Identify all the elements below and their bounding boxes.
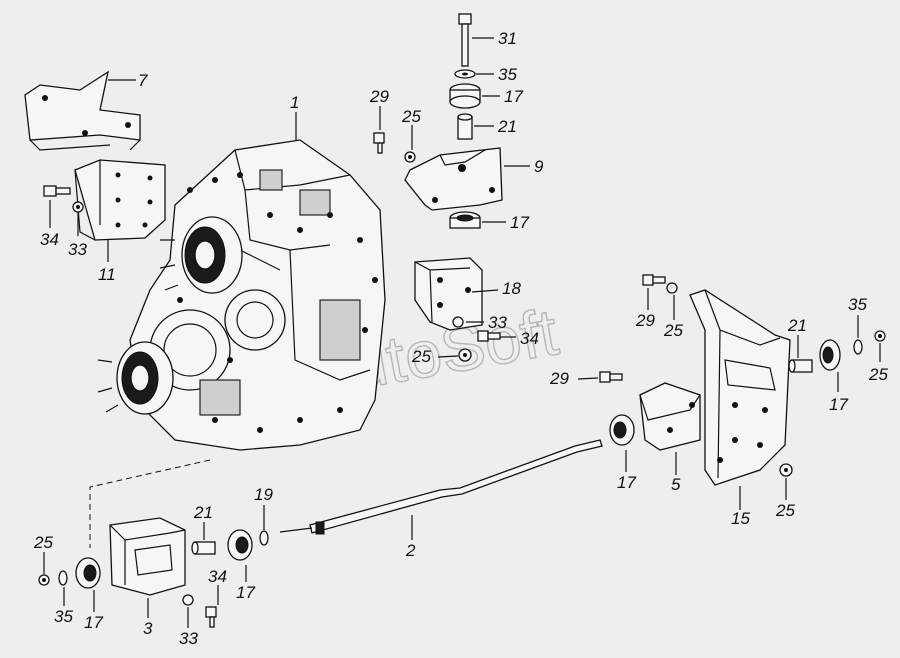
label-35-bottom: 35 bbox=[54, 607, 73, 626]
label-1: 1 bbox=[290, 93, 299, 112]
bracket-18 bbox=[414, 257, 483, 331]
label-35-right: 35 bbox=[848, 295, 867, 314]
label-21-top: 21 bbox=[497, 117, 517, 136]
bracket-7 bbox=[24, 70, 141, 151]
label-21-bottom: 21 bbox=[193, 503, 213, 522]
label-35-top: 35 bbox=[498, 65, 517, 84]
label-19: 19 bbox=[254, 485, 273, 504]
bracket-3 bbox=[109, 517, 186, 596]
label-25-top: 25 bbox=[401, 107, 421, 126]
label-33-left: 33 bbox=[68, 240, 87, 259]
rubber-cushion-17-right bbox=[819, 339, 841, 371]
label-25-right: 25 bbox=[663, 321, 683, 340]
rubber-cushion-17-bottom-left bbox=[75, 557, 101, 589]
callout-labels: 1 7 34 33 11 29 25 31 35 17 21 9 17 18 3… bbox=[33, 29, 888, 648]
bracket-9 bbox=[404, 147, 503, 211]
bracket-11 bbox=[74, 159, 166, 241]
label-5: 5 bbox=[671, 475, 681, 494]
washer-35-right bbox=[853, 339, 863, 355]
upper-output-flange bbox=[159, 216, 243, 294]
rubber-cushion-17-bracket5 bbox=[609, 414, 635, 446]
label-21-right: 21 bbox=[787, 316, 807, 335]
bolt-34-mid bbox=[477, 330, 501, 342]
label-11: 11 bbox=[98, 265, 116, 284]
label-17-bracket5: 17 bbox=[617, 473, 636, 492]
label-34-mid: 34 bbox=[520, 329, 539, 348]
label-17-bottom: 17 bbox=[236, 583, 255, 602]
rod-2 bbox=[279, 439, 603, 535]
nut-25-right bbox=[666, 282, 678, 294]
nut-25-bottom-right bbox=[779, 463, 793, 477]
label-34-left: 34 bbox=[40, 230, 59, 249]
label-29-top: 29 bbox=[369, 87, 389, 106]
label-25-bottom-right: 25 bbox=[775, 501, 795, 520]
spacer-21-bottom bbox=[191, 541, 216, 555]
bolt-29-center bbox=[599, 371, 623, 383]
rubber-cushion-17-mid bbox=[449, 211, 481, 229]
washer-35-bottom bbox=[58, 570, 68, 586]
nut-33-left bbox=[72, 201, 84, 213]
nut-25-top bbox=[404, 151, 416, 163]
spacer-21-top bbox=[457, 113, 473, 140]
bracket-15 bbox=[689, 289, 791, 486]
label-25-far-right: 25 bbox=[868, 365, 888, 384]
bracket-5 bbox=[639, 382, 701, 451]
bolt-31 bbox=[458, 13, 472, 67]
dashed-leader bbox=[89, 459, 211, 548]
label-2: 2 bbox=[405, 541, 416, 560]
leader-lines bbox=[43, 37, 881, 628]
label-17-top: 17 bbox=[504, 87, 523, 106]
label-7: 7 bbox=[138, 71, 148, 90]
nut-25-far-right bbox=[874, 330, 886, 342]
label-31: 31 bbox=[498, 29, 517, 48]
label-29-right: 29 bbox=[635, 311, 655, 330]
label-17-mid: 17 bbox=[510, 213, 529, 232]
bolt-34-left bbox=[43, 185, 71, 197]
label-33-mid: 33 bbox=[488, 313, 507, 332]
label-17-right: 17 bbox=[829, 395, 848, 414]
label-29-center: 29 bbox=[549, 369, 569, 388]
bolt-29-right bbox=[642, 274, 666, 286]
label-9: 9 bbox=[534, 157, 544, 176]
spacer-21-right bbox=[788, 359, 813, 373]
nut-25-mid bbox=[458, 348, 472, 362]
rubber-cushion-17-bottom bbox=[227, 529, 253, 561]
nut-33-mid bbox=[452, 316, 464, 328]
bolt-29-top bbox=[373, 132, 385, 154]
washer-35-top bbox=[454, 69, 476, 79]
label-3: 3 bbox=[143, 619, 153, 638]
rubber-cushion-17-top bbox=[449, 83, 481, 109]
bolt-34-bottom bbox=[205, 606, 217, 628]
nut-25-bottom-left bbox=[38, 574, 50, 586]
label-34-bottom: 34 bbox=[208, 567, 227, 586]
lower-output-flange bbox=[97, 341, 174, 415]
nut-33-bottom bbox=[182, 594, 194, 606]
transfer-case-housing bbox=[97, 139, 386, 451]
label-15: 15 bbox=[731, 509, 750, 528]
label-17-bottom-left: 17 bbox=[84, 613, 103, 632]
label-25-bottom-left: 25 bbox=[33, 533, 53, 552]
label-25-mid: 25 bbox=[411, 347, 431, 366]
label-18: 18 bbox=[502, 279, 521, 298]
label-33-bottom: 33 bbox=[179, 629, 198, 648]
washer-19 bbox=[259, 530, 269, 546]
